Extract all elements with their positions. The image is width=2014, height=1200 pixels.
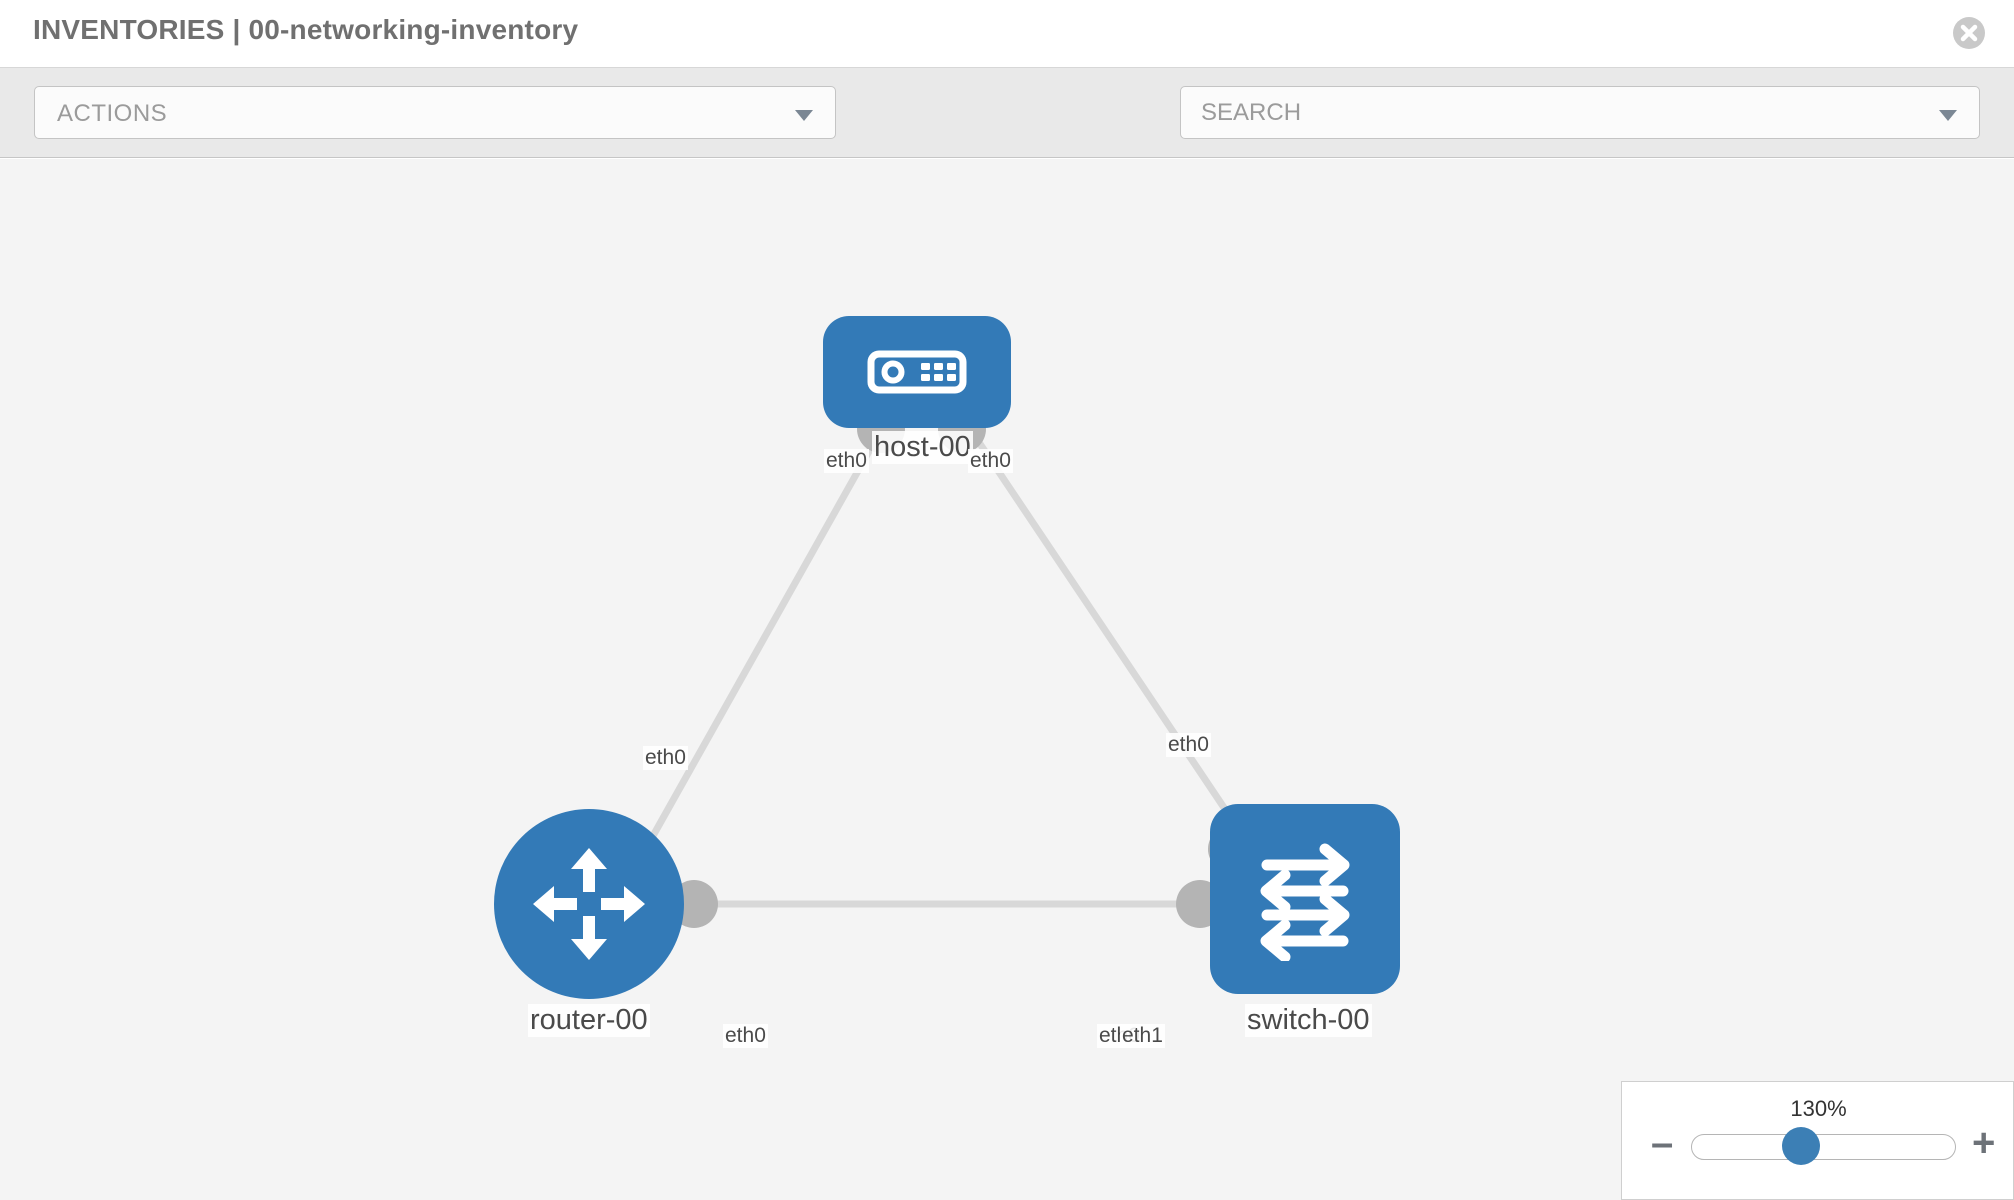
actions-dropdown-label: ACTIONS: [57, 100, 168, 127]
zoom-in-button[interactable]: +: [1972, 1121, 1996, 1165]
node-label-router-00: router-00: [528, 1004, 650, 1037]
zoom-slider-thumb[interactable]: [1782, 1127, 1820, 1165]
zoom-percent-label: 130%: [1790, 1096, 1847, 1121]
close-icon[interactable]: [1952, 16, 1986, 50]
chevron-down-icon[interactable]: [1939, 110, 1957, 121]
port-label-switch-uplink: eth0: [1166, 733, 1211, 757]
router-icon: [533, 848, 645, 960]
node-label-host-00: host-00: [872, 431, 973, 464]
node-router-00[interactable]: [494, 809, 684, 999]
zoom-out-button[interactable]: –: [1651, 1121, 1674, 1165]
link-host-router: [636, 412, 894, 861]
node-label-switch-00: switch-00: [1245, 1004, 1372, 1037]
port-label-host-right: eth0: [968, 449, 1013, 473]
topology-graph: [636, 405, 1256, 928]
topology-canvas[interactable]: host-00 router-00 switch-00 eth0 eth0 et…: [0, 159, 2014, 1200]
link-host-switch: [957, 412, 1248, 841]
zoom-slider-track[interactable]: [1691, 1134, 1956, 1160]
switch-icon: [1260, 843, 1350, 961]
toolbar: ACTIONS: [0, 68, 2014, 199]
port-label-switch-left-b: eth1: [1120, 1024, 1165, 1048]
search-input[interactable]: [1181, 87, 1926, 138]
zoom-control: 130% – +: [1621, 1081, 2014, 1200]
port-label-router-right: eth0: [723, 1024, 768, 1048]
actions-dropdown[interactable]: ACTIONS: [34, 86, 836, 139]
page-header: INVENTORIES | 00-networking-inventory: [0, 0, 2014, 68]
page-title: INVENTORIES | 00-networking-inventory: [33, 14, 579, 45]
node-switch-00[interactable]: [1210, 804, 1400, 994]
chevron-down-icon: [795, 110, 813, 121]
search-field[interactable]: [1180, 86, 1980, 139]
port-label-router-uplink: eth0: [643, 746, 688, 770]
port-label-host-left: eth0: [824, 449, 869, 473]
port-connectors: [670, 405, 1256, 928]
server-icon: [867, 350, 967, 394]
node-host-00[interactable]: [823, 316, 1011, 428]
